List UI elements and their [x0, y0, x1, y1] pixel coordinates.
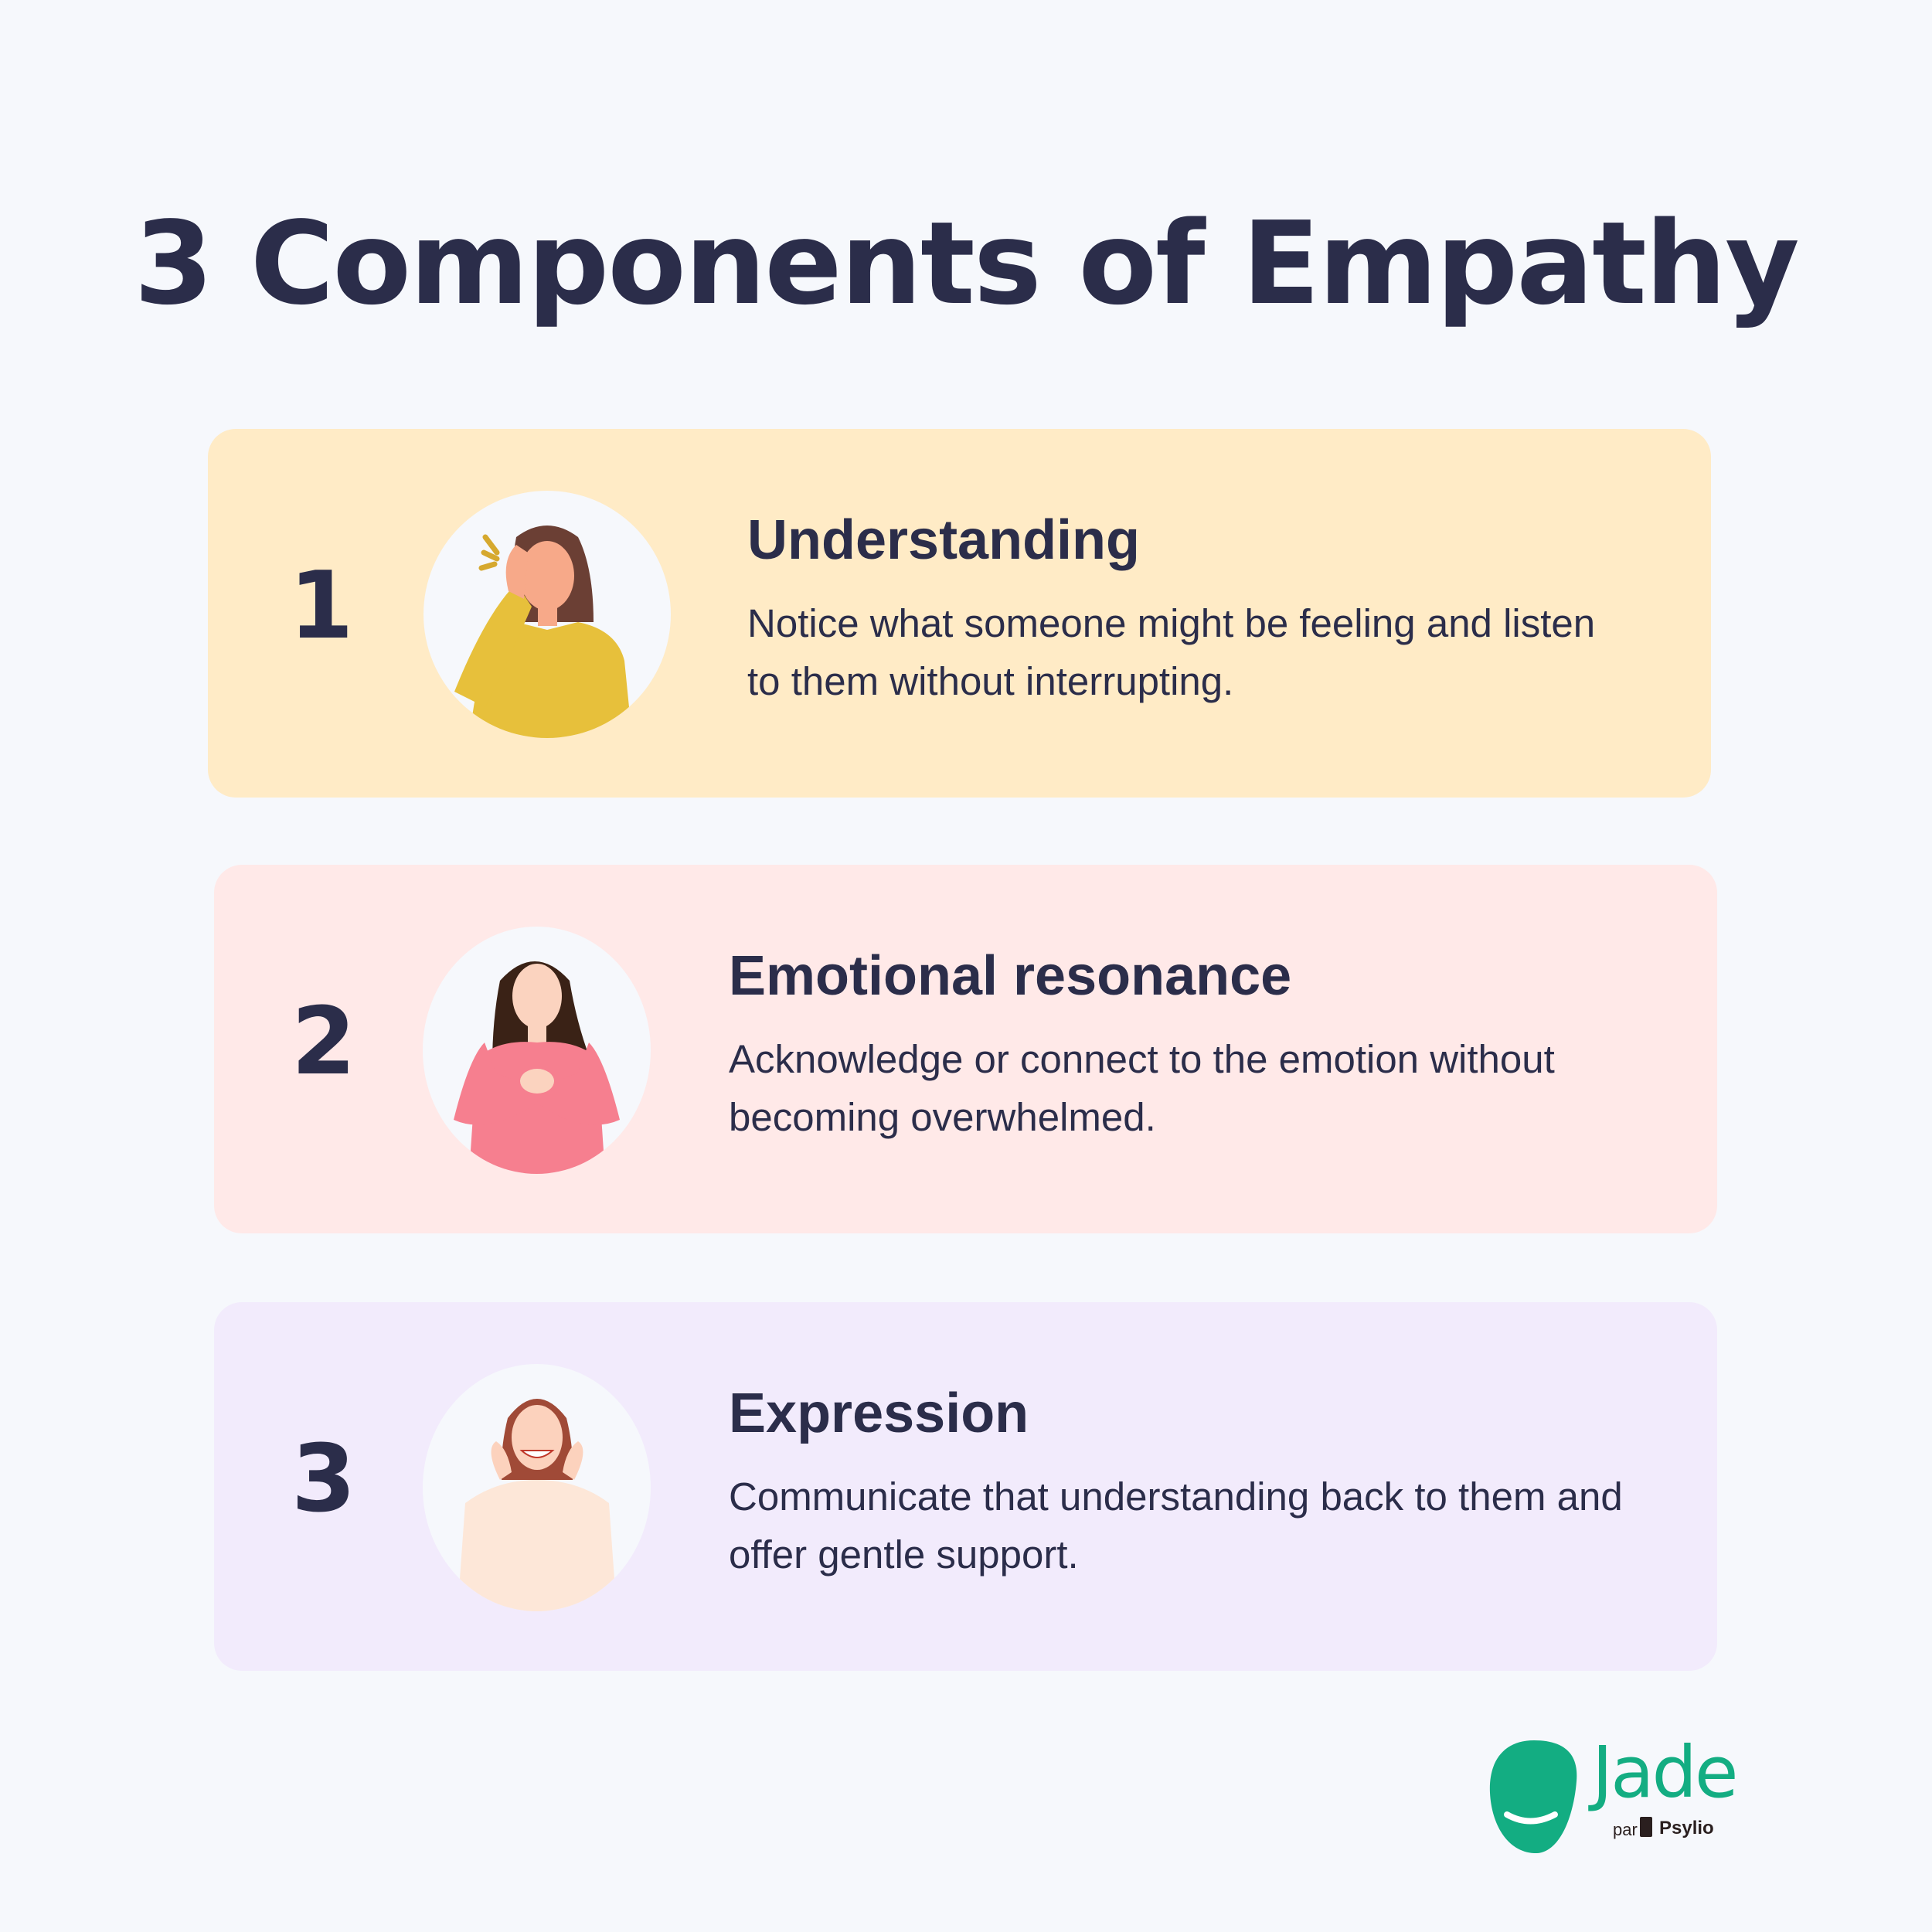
parent-brand: Psylio — [1659, 1818, 1714, 1838]
jade-face-icon — [1489, 1740, 1577, 1854]
brand-by: par — [1613, 1820, 1638, 1839]
component-number: 2 — [291, 988, 356, 1096]
page-title: 3 Components of Empathy — [134, 197, 1799, 330]
component-heading: Expression — [729, 1383, 1029, 1444]
psylio-icon — [1640, 1817, 1652, 1837]
component-card-emotional-resonance: 2 Emotional resonance Acknowledge or con… — [214, 865, 1717, 1233]
component-number: 1 — [289, 553, 354, 660]
component-description: Acknowledge or connect to the emotion wi… — [729, 1037, 1555, 1140]
woman-hands-on-heart-icon — [423, 927, 651, 1174]
component-card-expression: 3 Expression Communicate that understand… — [214, 1302, 1717, 1671]
component-number: 3 — [291, 1426, 356, 1533]
jade-logo: Jade par Psylio — [1488, 1731, 1739, 1855]
component-heading: Understanding — [747, 509, 1141, 571]
component-card-understanding: 1 Understanding Notice what someone migh… — [208, 429, 1711, 798]
brand-name: Jade — [1592, 1731, 1739, 1814]
component-description: Communicate that understanding back to t… — [729, 1475, 1623, 1577]
component-description: Notice what someone might be feeling and… — [747, 601, 1596, 704]
component-heading: Emotional resonance — [729, 945, 1292, 1007]
woman-listening-icon — [423, 491, 671, 738]
woman-smiling-icon — [423, 1364, 651, 1611]
